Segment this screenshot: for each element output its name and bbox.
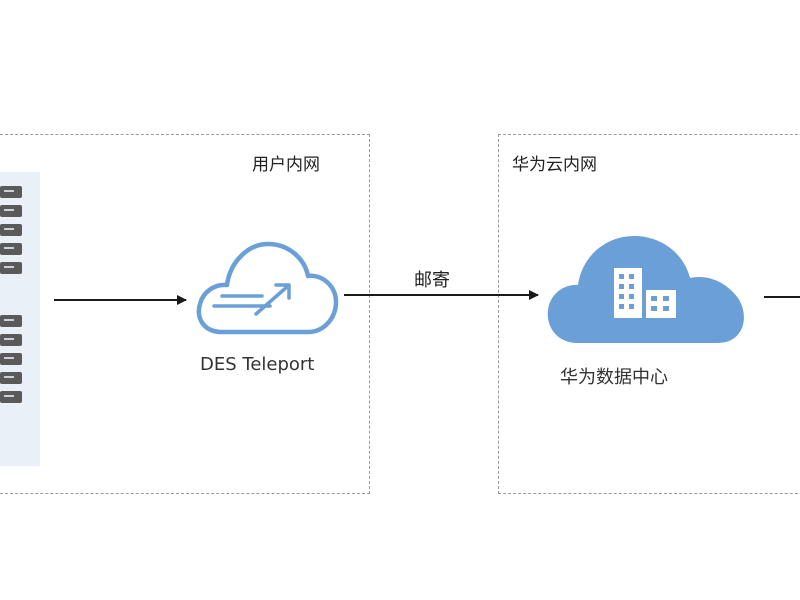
user-intranet-label: 用户内网: [252, 155, 320, 175]
server-unit-bottom: [0, 315, 22, 403]
des-teleport-label: DES Teleport: [200, 354, 315, 375]
huawei-cloud-intranet-region: [498, 134, 800, 494]
huawei-cloud-intranet-label: 华为云内网: [512, 155, 597, 175]
huawei-datacenter-label: 华为数据中心: [560, 367, 668, 388]
cloud-upload-icon: [196, 241, 339, 335]
user-intranet-region: [0, 134, 370, 494]
cloud-building-icon: [547, 236, 744, 343]
server-rack-icon: [0, 186, 22, 403]
ship-edge-label: 邮寄: [414, 270, 450, 291]
server-unit-top: [0, 186, 22, 274]
